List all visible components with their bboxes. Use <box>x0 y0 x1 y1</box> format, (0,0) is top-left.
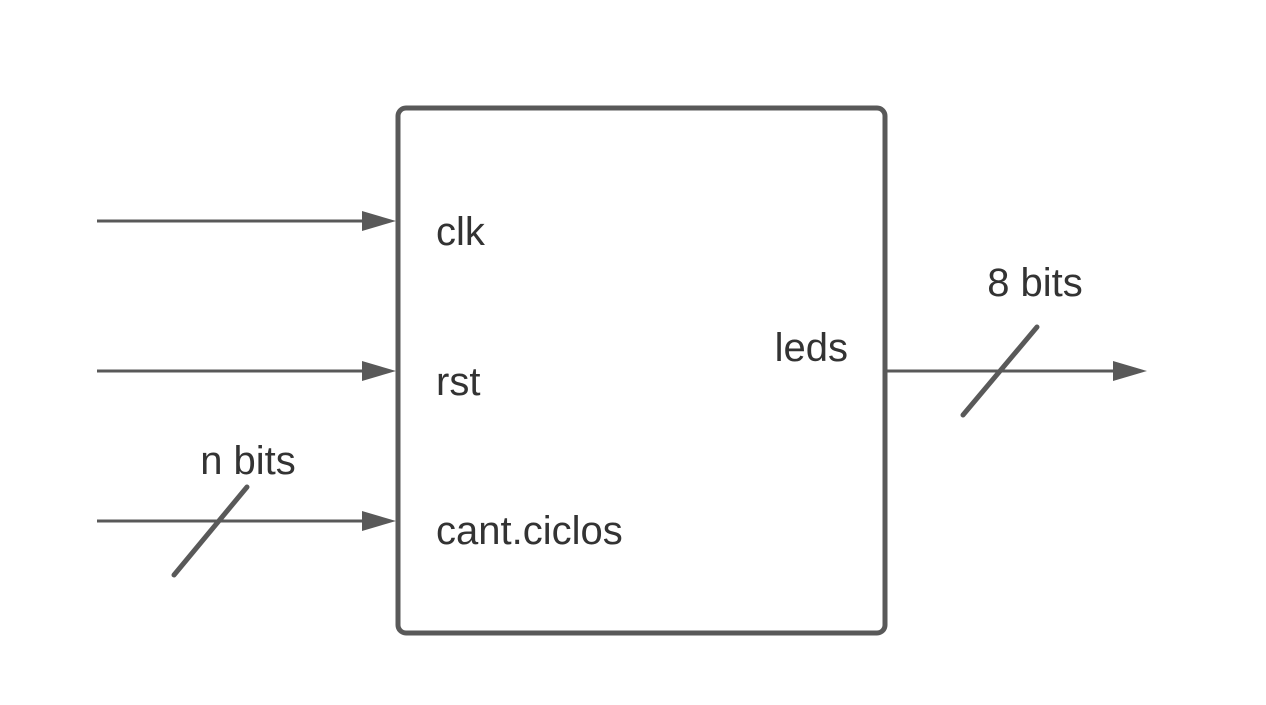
input-bus-width-label: n bits <box>200 439 296 483</box>
leds-port-label: leds <box>775 326 848 370</box>
clk-port-label: clk <box>436 210 486 254</box>
leds-output-bus <box>887 324 1147 418</box>
rst-arrowhead <box>362 361 396 381</box>
rst-port-label: rst <box>436 360 480 404</box>
cant-ciclos-arrowhead <box>362 511 396 531</box>
output-bus-slash <box>960 324 1040 418</box>
module-block <box>395 105 888 636</box>
clk-arrowhead <box>362 211 396 231</box>
cant-ciclos-port-label: cant.ciclos <box>436 509 623 553</box>
rst-input-wire <box>97 361 396 381</box>
cant-ciclos-input-bus <box>97 484 396 578</box>
clk-input-wire <box>97 211 396 231</box>
leds-arrowhead <box>1113 361 1147 381</box>
output-bus-width-label: 8 bits <box>987 261 1083 305</box>
input-bus-slash <box>171 484 250 578</box>
